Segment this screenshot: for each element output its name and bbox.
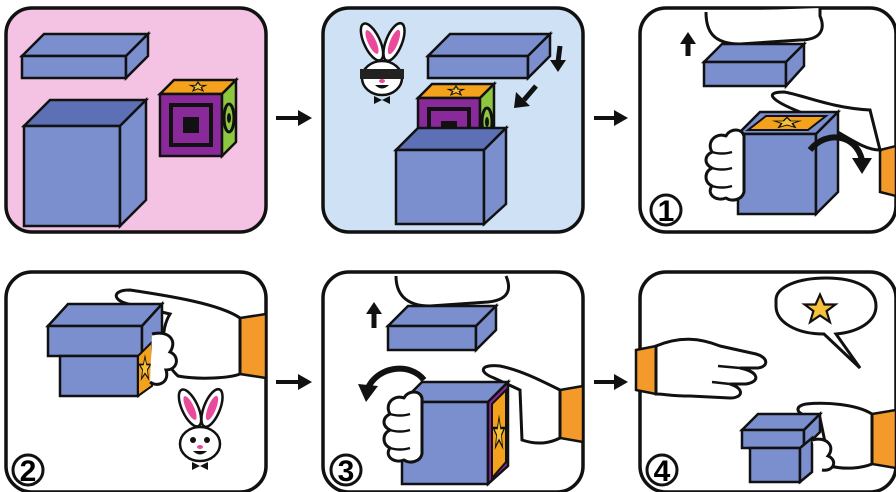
svg-text:3: 3: [338, 455, 355, 488]
glove-hand-icon: [704, 128, 746, 202]
down-arrow-icon: [550, 45, 566, 72]
small-blue-box: [738, 410, 824, 485]
open-box: [20, 96, 150, 230]
panel-4: 2: [4, 270, 268, 492]
box-lid: [424, 30, 554, 82]
box-lid: [700, 40, 808, 90]
blue-box: [734, 108, 842, 218]
svg-text:1: 1: [658, 195, 675, 228]
step-1-badge: 1: [649, 193, 683, 228]
svg-text:4: 4: [654, 455, 671, 488]
panel-6: 4: [634, 270, 896, 492]
down-arrow-icon: [514, 84, 538, 108]
step-2-badge: 2: [11, 453, 45, 488]
open-box: [392, 124, 510, 227]
panel-3: 1: [638, 6, 896, 234]
panel-1: [4, 6, 268, 234]
rotate-arrow-icon: [807, 134, 872, 174]
step-4-badge: 4: [645, 453, 679, 488]
box-lid: [384, 302, 500, 354]
right-arrow-icon: [594, 110, 628, 126]
right-arrow-icon: [594, 374, 628, 390]
speech-bubble-icon: [774, 276, 878, 370]
svg-text:2: 2: [20, 455, 37, 488]
right-arrow-icon: [276, 110, 312, 126]
right-arrow-icon: [276, 374, 312, 390]
up-arrow-icon: [680, 32, 696, 56]
panel-5: 3: [321, 270, 585, 492]
glove-hand-icon: [382, 390, 424, 464]
up-arrow-icon: [366, 302, 382, 328]
blue-box: [45, 300, 165, 398]
rotate-arrow-icon: [358, 365, 427, 402]
step-3-badge: 3: [329, 453, 363, 488]
magic-cube: [160, 80, 236, 156]
box-lid: [18, 30, 152, 82]
panel-2: [321, 6, 585, 234]
bunny-icon: [355, 19, 411, 106]
